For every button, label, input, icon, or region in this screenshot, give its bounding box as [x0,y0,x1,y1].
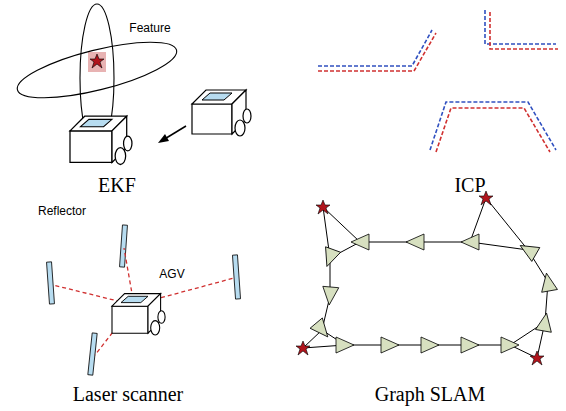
method-title: EKF [98,175,136,195]
feature-label: Feature [129,22,170,34]
reflector-label: Reflector [38,205,86,217]
method-title: Laser scanner [73,384,184,404]
method-title: Graph SLAM [375,384,486,404]
method-title: ICP [454,175,485,195]
agv-label: AGV [159,268,184,280]
